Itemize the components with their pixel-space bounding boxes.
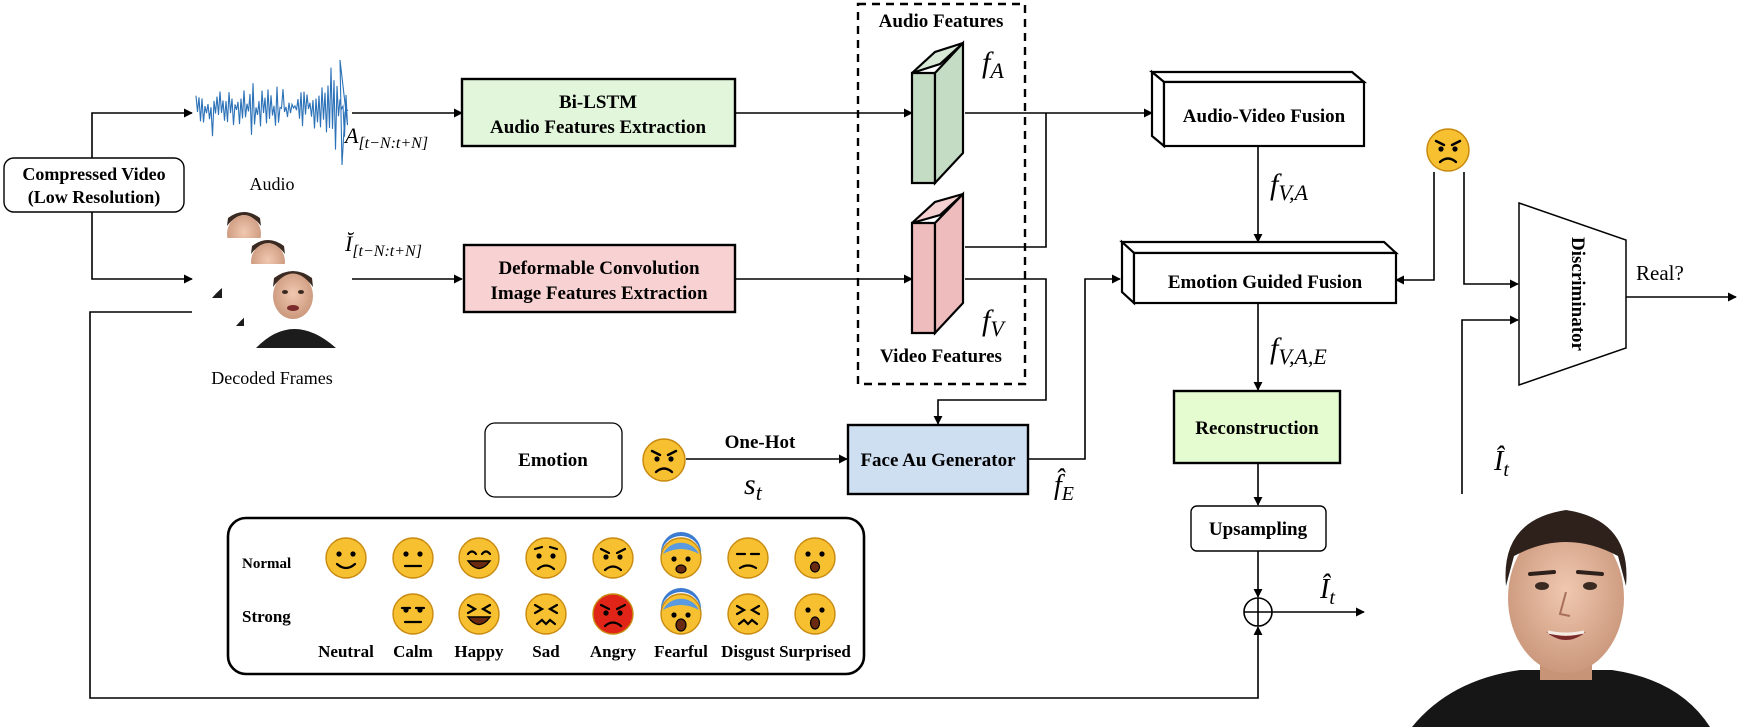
fa-label: fA bbox=[982, 46, 1004, 83]
upsampling-label: Upsampling bbox=[1209, 519, 1308, 540]
legend-column-label: Calm bbox=[393, 642, 433, 661]
av-fusion-label: Audio-Video Fusion bbox=[1183, 106, 1346, 127]
upsampling-box: Upsampling bbox=[1190, 505, 1327, 552]
legend-column-label: Disgust bbox=[721, 642, 775, 661]
compressed-video-line2: (Low Resolution) bbox=[28, 187, 161, 208]
video-features-title: Video Features bbox=[880, 346, 1002, 367]
calm-normal-emoji-icon bbox=[392, 537, 434, 579]
compressed-video-box: Compressed Video (Low Resolution) bbox=[3, 157, 185, 213]
disgust-strong-emoji-icon bbox=[727, 593, 769, 635]
happy-strong-emoji-icon bbox=[458, 593, 500, 635]
legend-column-label: Sad bbox=[532, 642, 560, 661]
video-feature-block bbox=[910, 191, 965, 336]
bilstm-line2: Audio Features Extraction bbox=[490, 117, 706, 138]
arrow-fv-to-faceau bbox=[933, 278, 1047, 425]
real-question-label: Real? bbox=[1636, 261, 1684, 285]
bilstm-line1: Bi-LSTM bbox=[559, 92, 637, 113]
legend-column-label: Neutral bbox=[318, 642, 374, 661]
legend-column-label: Happy bbox=[454, 642, 504, 661]
disgust-normal-emoji-icon bbox=[727, 537, 769, 579]
bilstm-box: Bi-LSTM Audio Features Extraction bbox=[460, 77, 737, 148]
legend-column-label: Angry bbox=[590, 642, 637, 661]
deform-line2: Image Features Extraction bbox=[490, 283, 707, 304]
arrow-faceau-to-egf bbox=[1028, 274, 1121, 460]
output-frame-label: Ît bbox=[1319, 574, 1335, 609]
compressed-video-line1: Compressed Video bbox=[22, 164, 165, 184]
one-hot-label: One-Hot bbox=[725, 432, 796, 453]
legend-row-normal: Normal bbox=[242, 556, 291, 572]
angry-normal-emoji-icon bbox=[592, 537, 634, 579]
audio-window-label: A[t−N:t+N] bbox=[343, 123, 428, 152]
fvae-label: fV,A,E bbox=[1270, 332, 1327, 369]
arrow-video-to-audio bbox=[91, 108, 193, 170]
legend-emojis bbox=[325, 532, 836, 635]
emotion-guided-fusion-box: Emotion Guided Fusion bbox=[1119, 239, 1399, 306]
arrow-generated-to-discriminator bbox=[1461, 315, 1519, 494]
emotion-guided-fusion-label: Emotion Guided Fusion bbox=[1168, 272, 1363, 293]
angry-emoji-icon bbox=[642, 438, 686, 482]
deform-line1: Deformable Convolution bbox=[498, 258, 700, 279]
decoded-frames bbox=[198, 212, 346, 348]
discriminator-label: Discriminator bbox=[1567, 237, 1588, 352]
emotion-legend: Normal Strong Neutral Calm Happy Sad Angry Fe… bbox=[226, 516, 866, 676]
sum-node bbox=[1243, 597, 1273, 627]
sad-strong-emoji-icon bbox=[525, 593, 567, 635]
emotion-box: Emotion bbox=[484, 422, 623, 498]
fva-label: fV,A bbox=[1270, 168, 1308, 205]
reconstruction-label: Reconstruction bbox=[1195, 418, 1319, 439]
audio-feature-block bbox=[910, 40, 965, 186]
frame-image bbox=[244, 264, 346, 348]
arrow-emoji-to-discriminator bbox=[1463, 172, 1519, 289]
generated-face-image bbox=[1410, 495, 1710, 727]
fe-label: f̂E bbox=[1054, 469, 1074, 505]
emotion-label: Emotion bbox=[518, 450, 588, 471]
arrow-emoji-to-egf bbox=[1395, 172, 1435, 285]
features-group: Audio Features Video Features fA fV bbox=[856, 2, 1027, 386]
av-fusion-box: Audio-Video Fusion bbox=[1148, 69, 1368, 149]
legend-row-strong: Strong bbox=[242, 607, 291, 626]
face-au-generator-label: Face Au Generator bbox=[860, 450, 1016, 471]
deform-conv-box: Deformable Convolution Image Features Ex… bbox=[462, 243, 737, 314]
legend-column-label: Fearful bbox=[654, 642, 708, 661]
face-au-generator-box: Face Au Generator bbox=[846, 423, 1030, 496]
generated-frame-label: Ît bbox=[1493, 446, 1509, 481]
arrow-video-to-frames bbox=[91, 212, 193, 284]
emotion-emoji-icon bbox=[1426, 128, 1470, 172]
angry-strong-emoji-icon bbox=[592, 593, 634, 635]
calm-strong-emoji-icon bbox=[392, 593, 434, 635]
line-fv-to-avfusion bbox=[965, 113, 1047, 248]
connections bbox=[89, 108, 1737, 699]
surprised-normal-emoji-icon bbox=[794, 537, 836, 579]
st-label: st bbox=[744, 468, 763, 505]
arrow-skip-connection bbox=[89, 311, 1263, 699]
sad-normal-emoji-icon bbox=[525, 537, 567, 579]
fv-label: fV bbox=[982, 304, 1006, 341]
decoded-frames-label: Decoded Frames bbox=[211, 368, 332, 388]
neutral-normal-emoji-icon bbox=[325, 537, 367, 579]
reconstruction-box: Reconstruction bbox=[1172, 389, 1342, 465]
surprised-strong-emoji-icon bbox=[794, 593, 836, 635]
fearful-strong-emoji-icon bbox=[660, 588, 702, 635]
image-window-label: Ĭ[t−N:t+N] bbox=[344, 231, 422, 260]
audio-features-title: Audio Features bbox=[879, 11, 1004, 32]
legend-column-label: Surprised bbox=[779, 642, 851, 661]
audio-waveform bbox=[195, 59, 349, 166]
fearful-normal-emoji-icon bbox=[660, 532, 702, 579]
audio-label: Audio bbox=[250, 174, 295, 194]
happy-normal-emoji-icon bbox=[458, 537, 500, 579]
discriminator-block: Discriminator bbox=[1518, 201, 1627, 387]
